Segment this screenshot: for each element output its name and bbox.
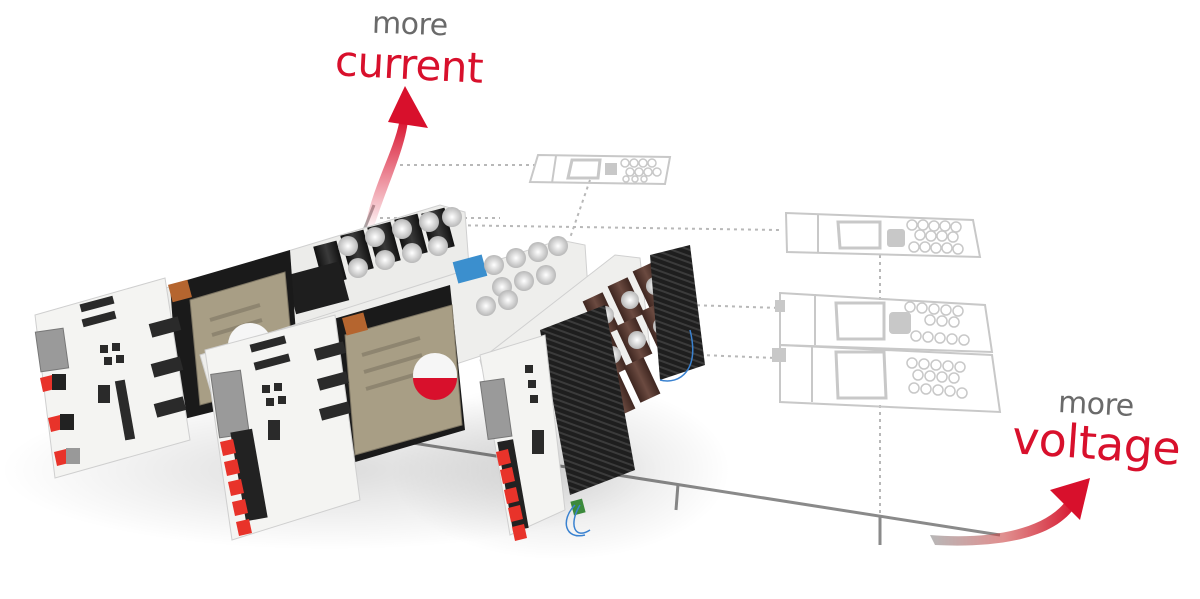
blueprint-module-3: [775, 291, 994, 354]
power-module-3[interactable]: [479, 245, 705, 541]
inductor-block: [285, 261, 350, 315]
ethernet-port: [34, 327, 70, 373]
capacitor-bank: [452, 236, 568, 316]
dotted-guides: [380, 164, 881, 515]
voltage-arrow-icon: [930, 478, 1090, 546]
current-axis-label: current: [333, 36, 485, 93]
blueprint-module-1: [528, 153, 672, 186]
current-axis-prefix: more: [371, 5, 449, 44]
power-module-2[interactable]: [199, 236, 591, 541]
ethernet-port: [479, 378, 513, 440]
blueprint-module-4: [772, 343, 1002, 414]
fiber-connectors: [496, 449, 527, 541]
fiber-connectors: [220, 439, 252, 536]
voltage-axis-label: voltage: [1010, 410, 1183, 476]
blueprint-module-2: [784, 211, 982, 259]
current-arrow-icon: [364, 86, 428, 233]
heatsink-rear: [650, 245, 705, 380]
fiber-connectors: [40, 374, 80, 466]
power-module-badge: [413, 353, 457, 400]
heatsink-front: [540, 305, 635, 495]
